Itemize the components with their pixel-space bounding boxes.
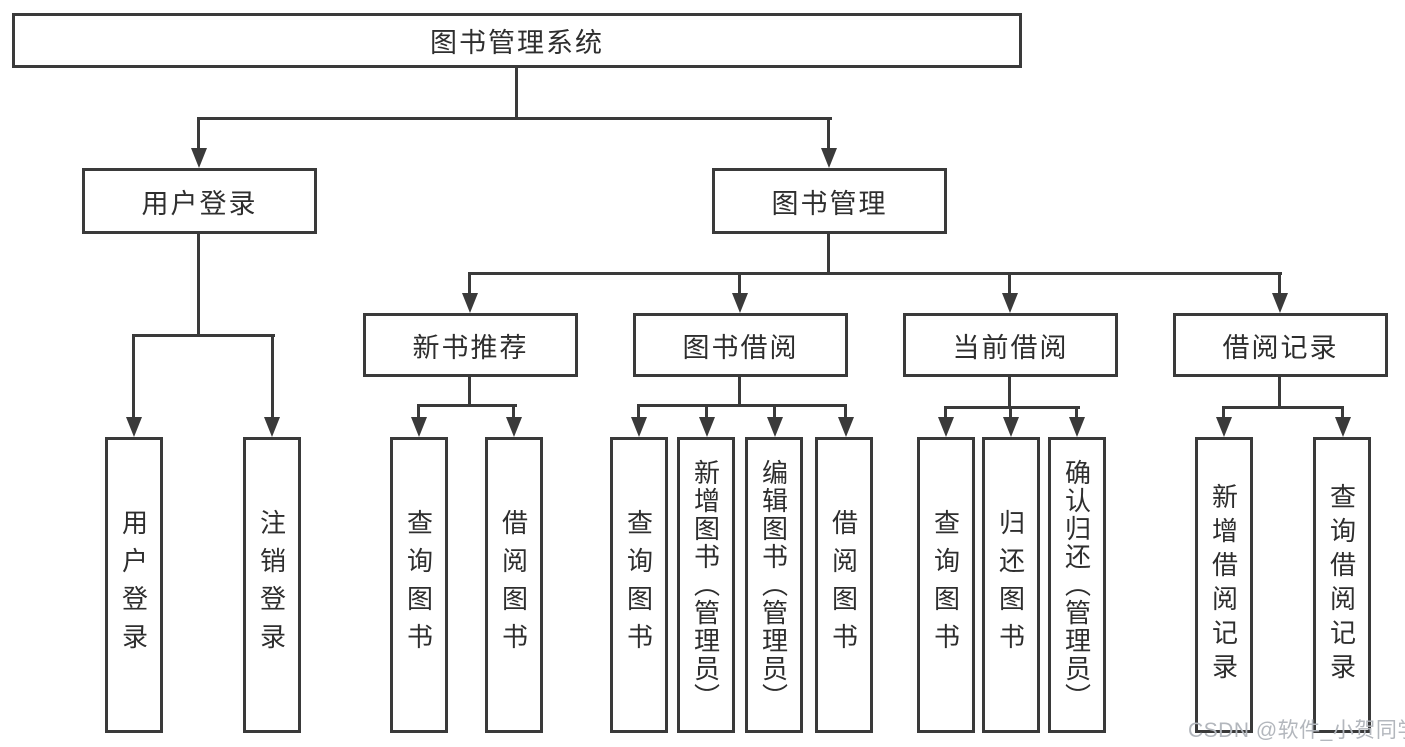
leaf-logout: 注销登录 [243, 437, 301, 733]
connector [417, 404, 420, 419]
node-label: 用户登录 [141, 188, 258, 219]
leaf-query-borrow-record: 查询借阅记录 [1313, 437, 1371, 733]
connector [132, 334, 135, 419]
node-current-borrowing: 当前借阅 [903, 313, 1118, 377]
arrow-down-icon [821, 148, 837, 168]
arrow-down-icon [699, 417, 715, 437]
leaf-query-book: 查询图书 [390, 437, 448, 733]
connector [417, 404, 517, 407]
arrow-down-icon [1002, 293, 1018, 313]
leaf-return-book: 归还图书 [982, 437, 1040, 733]
leaf-label: 归还图书 [995, 509, 1026, 661]
node-book-management: 图书管理 [712, 168, 947, 234]
leaf-label: 确认归还（管理员） [1061, 459, 1092, 711]
arrow-down-icon [1335, 417, 1351, 437]
leaf-label: 注销登录 [256, 509, 287, 661]
connector [827, 234, 830, 275]
node-label: 新书推荐 [412, 332, 529, 363]
connector [738, 272, 741, 295]
arrow-down-icon [411, 417, 427, 437]
connector [827, 117, 830, 150]
csdn-watermark: CSDN @软件_小贺同学 [1188, 719, 1405, 742]
arrow-down-icon [191, 148, 207, 168]
leaf-label: 编辑图书（管理员） [758, 459, 789, 711]
arrow-down-icon [1216, 417, 1232, 437]
connector [705, 404, 708, 419]
connector [1222, 406, 1344, 409]
arrow-down-icon [264, 417, 280, 437]
connector [271, 334, 274, 419]
connector [773, 404, 776, 419]
connector [515, 68, 518, 119]
arrow-down-icon [126, 417, 142, 437]
connector [197, 117, 832, 120]
leaf-label: 新增图书（管理员） [690, 459, 721, 711]
connector [1075, 406, 1078, 419]
node-new-book-recommendation: 新书推荐 [363, 313, 578, 377]
connector [1222, 406, 1225, 419]
leaf-label: 借阅图书 [828, 509, 859, 661]
leaf-query-book: 查询图书 [917, 437, 975, 733]
arrow-down-icon [1272, 293, 1288, 313]
leaf-borrow-book: 借阅图书 [815, 437, 873, 733]
node-label: 当前借阅 [952, 332, 1069, 363]
node-library-system: 图书管理系统 [12, 13, 1022, 68]
node-label: 借阅记录 [1222, 332, 1339, 363]
connector [637, 404, 847, 407]
node-book-borrowing: 图书借阅 [633, 313, 848, 377]
connector [468, 377, 471, 406]
leaf-add-borrow-record: 新增借阅记录 [1195, 437, 1253, 733]
leaf-add-book-admin: 新增图书（管理员） [677, 437, 735, 733]
arrow-down-icon [732, 293, 748, 313]
node-label: 图书借阅 [682, 332, 799, 363]
arrow-down-icon [462, 293, 478, 313]
arrow-down-icon [838, 417, 854, 437]
arrow-down-icon [1069, 417, 1085, 437]
connector [197, 234, 200, 337]
connector [944, 406, 947, 419]
leaf-label: 查询图书 [403, 509, 434, 661]
connector [1008, 272, 1011, 295]
leaf-user-login: 用户登录 [105, 437, 163, 733]
connector [197, 117, 200, 150]
connector [468, 272, 1282, 275]
leaf-confirm-return-admin: 确认归还（管理员） [1048, 437, 1106, 733]
connector [132, 334, 275, 337]
connector [1009, 406, 1012, 419]
connector [1341, 406, 1344, 419]
node-label: 图书管理系统 [430, 28, 604, 58]
connector [944, 406, 1080, 409]
leaf-borrow-book: 借阅图书 [485, 437, 543, 733]
connector [637, 404, 640, 419]
leaf-label: 借阅图书 [498, 509, 529, 661]
arrow-down-icon [767, 417, 783, 437]
arrow-down-icon [506, 417, 522, 437]
connector [1008, 377, 1011, 408]
connector [844, 404, 847, 419]
node-borrowing-records: 借阅记录 [1173, 313, 1388, 377]
arrow-down-icon [938, 417, 954, 437]
arrow-down-icon [1003, 417, 1019, 437]
connector [1278, 272, 1281, 295]
leaf-query-book: 查询图书 [610, 437, 668, 733]
leaf-label: 查询图书 [623, 509, 654, 661]
connector [1278, 377, 1281, 408]
arrow-down-icon [631, 417, 647, 437]
node-label: 图书管理 [771, 188, 888, 219]
leaf-label: 新增借阅记录 [1208, 483, 1239, 687]
leaf-label: 查询图书 [930, 509, 961, 661]
node-user-login: 用户登录 [82, 168, 317, 234]
connector [468, 272, 471, 295]
connector [512, 404, 515, 419]
leaf-label: 查询借阅记录 [1326, 483, 1357, 687]
leaf-edit-book-admin: 编辑图书（管理员） [745, 437, 803, 733]
connector [738, 377, 741, 406]
leaf-label: 用户登录 [118, 509, 149, 661]
